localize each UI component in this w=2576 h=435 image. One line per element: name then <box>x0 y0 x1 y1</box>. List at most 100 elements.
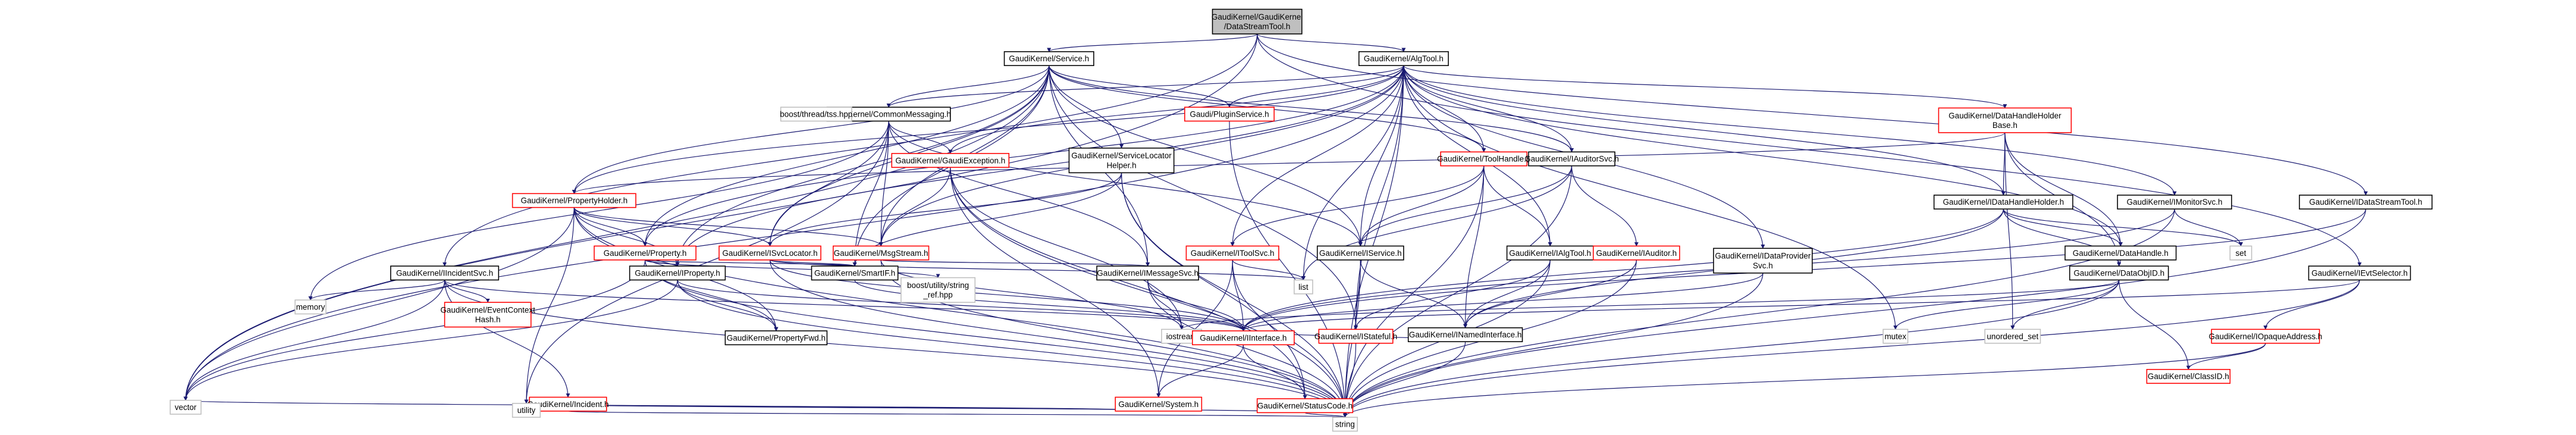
node-label: GaudiKernel/CommonMessaging.h <box>826 109 951 118</box>
node-iauditorsvc[interactable]: GaudiKernel/IAuditorSvc.h <box>1524 151 1619 167</box>
node-system[interactable]: GaudiKernel/System.h <box>1115 396 1203 412</box>
node-iinterface[interactable]: GaudiKernel/IInterface.h <box>1192 330 1295 346</box>
node-statuscode[interactable]: GaudiKernel/StatusCode.h <box>1256 398 1354 414</box>
node-istateful[interactable]: GaudiKernel/IStateful.h <box>1314 328 1397 344</box>
node-classid[interactable]: GaudiKernel/ClassID.h <box>2146 369 2231 384</box>
edge-iincidentsvc-to-string <box>444 280 1347 418</box>
edge-commonmsg-to-memory <box>308 121 889 301</box>
edge-msgstream-to-imessagesvc <box>880 259 1150 267</box>
edge-datahandle-to-dataobjid <box>2117 259 2122 267</box>
node-iopaqueaddr[interactable]: GaudiKernel/IOpaqueAddress.h <box>2208 328 2322 344</box>
node-box <box>1358 51 1449 66</box>
edge-ialgtool-to-istateful <box>1354 259 1551 330</box>
node-propholder[interactable]: GaudiKernel/PropertyHolder.h <box>512 193 636 208</box>
node-label: GaudiKernel/IInterface.h <box>1200 333 1287 342</box>
node-box <box>2117 195 2232 210</box>
edge-property-to-vector <box>183 259 646 401</box>
node-box <box>1115 396 1203 412</box>
edge-idataprovsvc-to-iinterface <box>1241 273 1764 331</box>
node-imonitorsvc[interactable]: GaudiKernel/IMonitorSvc.h <box>2117 195 2232 210</box>
node-msgstream[interactable]: GaudiKernel/MsgStream.h <box>833 245 930 261</box>
edge-ievtselector-to-iopaqueaddr <box>2263 280 2360 330</box>
node-ialgtool[interactable]: GaudiKernel/IAlgTool.h <box>1506 245 1594 261</box>
node-label: GaudiKernel/PropertyHolder.h <box>520 196 627 205</box>
node-label: boost/utility/string <box>907 281 969 290</box>
node-box <box>1184 107 1275 122</box>
edge-ievtselector-to-string <box>1343 280 2360 418</box>
node-label: GaudiKernel/PropertyFwd.h <box>727 333 826 342</box>
node-box <box>390 265 500 281</box>
edge-imonitorsvc-to-iinterface <box>1241 209 2175 331</box>
edge-imessagesvc-to-string <box>1147 280 1347 418</box>
node-service[interactable]: GaudiKernel/Service.h <box>1003 51 1094 66</box>
node-label: GaudiKernel/Service.h <box>1009 54 1089 63</box>
node-box <box>444 302 532 328</box>
node-incident[interactable]: GaudiKernel/Incident.h <box>527 396 608 412</box>
node-datahandle[interactable]: GaudiKernel/DataHandle.h <box>2064 245 2177 261</box>
node-propertyfwd[interactable]: GaudiKernel/PropertyFwd.h <box>724 330 828 346</box>
node-label: GaudiKernel/GaudiKernel <box>1212 12 1303 21</box>
edge-ipluginsvc-to-string <box>1229 121 1347 418</box>
node-isvclocator[interactable]: GaudiKernel/ISvcLocator.h <box>718 245 821 261</box>
node-imessagesvc[interactable]: GaudiKernel/IMessageSvc.h <box>1096 265 1199 281</box>
node-ievtselector[interactable]: GaudiKernel/IEvtSelector.h <box>2308 265 2411 281</box>
node-dataobjid[interactable]: GaudiKernel/DataObjID.h <box>2069 265 2169 281</box>
node-box <box>1316 245 1404 261</box>
node-box <box>1003 51 1094 66</box>
edge-algtool-to-datahandle <box>1403 65 2123 247</box>
edge-imonitorsvc-to-set <box>2174 209 2243 247</box>
node-unorderedset: unordered_set <box>1984 328 2041 344</box>
edge-service-to-property <box>643 65 1050 247</box>
node-root[interactable]: GaudiKernel/GaudiKernel/DataStreamTool.h <box>1212 8 1303 35</box>
node-box <box>629 265 726 281</box>
node-iincidentsvc[interactable]: GaudiKernel/IIncidentSvc.h <box>390 265 500 281</box>
edge-gaudiexc-to-statuscode <box>950 167 1307 399</box>
node-idatastreamtool[interactable]: GaudiKernel/IDataStreamTool.h <box>2299 195 2433 210</box>
node-iservice[interactable]: GaudiKernel/IService.h <box>1316 245 1404 261</box>
edge-incident-to-string <box>567 411 1347 418</box>
node-box <box>2069 265 2169 281</box>
node-toolhandle[interactable]: GaudiKernel/ToolHandle.h <box>1437 151 1530 167</box>
node-algtool[interactable]: GaudiKernel/AlgTool.h <box>1358 51 1449 66</box>
edge-propholder-to-string <box>573 207 1347 418</box>
node-label: GaudiKernel/IIncidentSvc.h <box>396 268 493 277</box>
node-box <box>1938 107 2072 133</box>
edge-svclochelper-to-isvclocator <box>768 173 1122 247</box>
node-label: Gaudi/PluginService.h <box>1190 109 1269 118</box>
node-label: Base.h <box>1993 121 2017 130</box>
node-ipluginsvc[interactable]: Gaudi/PluginService.h <box>1184 107 1275 122</box>
node-label: Helper.h <box>1106 161 1136 170</box>
node-box <box>718 245 821 261</box>
edge-iincidentsvc-to-incident <box>444 280 570 398</box>
edge-toolhandle-to-string <box>1342 165 1485 418</box>
node-memory: memory <box>294 299 327 315</box>
node-itoolsvc[interactable]: GaudiKernel/IToolSvc.h <box>1185 245 1279 261</box>
edge-service-to-istateful <box>1049 65 1358 330</box>
node-box <box>2299 195 2433 210</box>
edge-ievtselector-to-iinterface <box>1241 280 2360 331</box>
node-idhh[interactable]: GaudiKernel/IDataHandleHolder.h <box>1933 195 2073 210</box>
node-box <box>1185 245 1279 261</box>
node-label: GaudiKernel/ServiceLocator <box>1071 151 1172 160</box>
node-box <box>1882 328 1909 344</box>
node-smartif[interactable]: GaudiKernel/SmartIF.h <box>811 265 899 281</box>
node-iauditor[interactable]: GaudiKernel/IAuditor.h <box>1592 245 1680 261</box>
node-property[interactable]: GaudiKernel/Property.h <box>594 245 696 261</box>
node-box <box>1068 148 1175 174</box>
edge-commonmsg-to-isvclocator <box>768 121 889 247</box>
node-gaudiexc[interactable]: GaudiKernel/GaudiException.h <box>891 153 1010 168</box>
edge-idatastreamtool-to-string <box>1342 209 2367 418</box>
node-label: mutex <box>1884 332 1906 341</box>
edge-iproperty-to-string <box>677 280 1347 418</box>
edge-root-to-algtool <box>1257 33 1406 52</box>
node-box <box>1528 151 1615 167</box>
node-iproperty[interactable]: GaudiKernel/IProperty.h <box>629 265 726 281</box>
node-box <box>900 277 976 303</box>
node-inamedif[interactable]: GaudiKernel/INamedInterface.h <box>1407 327 1523 342</box>
edge-root-to-vector <box>183 34 1258 401</box>
edge-dataobjid-to-iostream <box>1179 280 2120 330</box>
